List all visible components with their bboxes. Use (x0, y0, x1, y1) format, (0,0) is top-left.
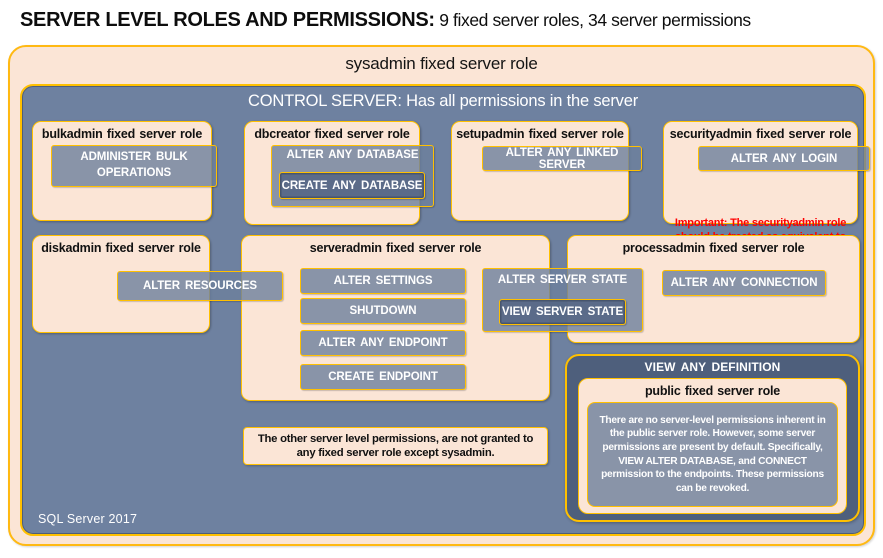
control-server-label: CONTROL SERVER: Has all permissions in t… (248, 92, 638, 110)
diskadmin-role-label: diskadmin fixed server role (41, 241, 201, 255)
setupadmin-role-box: setupadmin fixed server role ALTER ANY L… (451, 121, 642, 221)
permission-alter-any-endpoint: ALTER ANY ENDPOINT (300, 330, 466, 356)
public-role-description: There are no server-level permissions in… (587, 402, 838, 507)
serveradmin-role-box: serveradmin fixed server role ALTER SETT… (241, 235, 550, 401)
permission-alter-any-connection: ALTER ANY CONNECTION (662, 270, 826, 296)
control-server-box: CONTROL SERVER: Has all permissions in t… (20, 84, 870, 536)
serveradmin-role-label: serveradmin fixed server role (309, 241, 482, 255)
permission-create-any-database: CREATE ANY DATABASE (279, 172, 425, 199)
permission-view-server-state: VIEW SERVER STATE (499, 299, 626, 325)
page-title: SERVER LEVEL ROLES AND PERMISSIONS: 9 fi… (20, 9, 751, 32)
sysadmin-role-label: sysadmin fixed server role (345, 54, 538, 73)
permission-alter-any-database: ALTER ANY DATABASE CREATE ANY DATABASE (271, 145, 434, 207)
permission-alter-server-state-label: ALTER SERVER STATE (497, 274, 628, 286)
view-any-definition-box: VIEW ANY DEFINITION public fixed server … (565, 354, 860, 522)
bulkadmin-role-label: bulkadmin fixed server role (41, 127, 203, 141)
public-role-label: public fixed server role (644, 384, 781, 398)
securityadmin-role-box: securityadmin fixed server role ALTER AN… (663, 121, 870, 258)
permission-alter-settings: ALTER SETTINGS (300, 268, 466, 294)
dbcreator-role-label: dbcreator fixed server role (254, 127, 410, 141)
sql-server-version-label: SQL Server 2017 (38, 512, 138, 526)
permission-alter-any-database-label: ALTER ANY DATABASE (286, 149, 419, 161)
bulkadmin-role-box: bulkadmin fixed server role ADMINISTER B… (32, 121, 217, 221)
page-title-sub: 9 fixed server roles, 34 server permissi… (434, 10, 751, 30)
setupadmin-role-label: setupadmin fixed server role (456, 127, 624, 141)
view-any-definition-label: VIEW ANY DEFINITION (644, 360, 781, 374)
permission-alter-server-state: ALTER SERVER STATE VIEW SERVER STATE (482, 268, 643, 332)
securityadmin-role-label: securityadmin fixed server role (669, 127, 852, 141)
dbcreator-role-box: dbcreator fixed server role ALTER ANY DA… (244, 121, 434, 225)
permission-administer-bulk-operations: ADMINISTER BULK OPERATIONS (51, 145, 217, 187)
permission-alter-resources: ALTER RESOURCES (117, 271, 283, 301)
permission-shutdown: SHUTDOWN (300, 298, 466, 324)
other-permissions-note: The other server level permissions, are … (243, 427, 548, 465)
permission-alter-any-login: ALTER ANY LOGIN (698, 146, 870, 171)
page-title-main: SERVER LEVEL ROLES AND PERMISSIONS: (20, 9, 435, 31)
permission-alter-any-linked-server: ALTER ANY LINKED SERVER (482, 146, 642, 171)
processadmin-role-label: processadmin fixed server role (622, 241, 805, 255)
permission-create-endpoint: CREATE ENDPOINT (300, 364, 466, 390)
public-role-box: public fixed server role There are no se… (578, 378, 847, 514)
